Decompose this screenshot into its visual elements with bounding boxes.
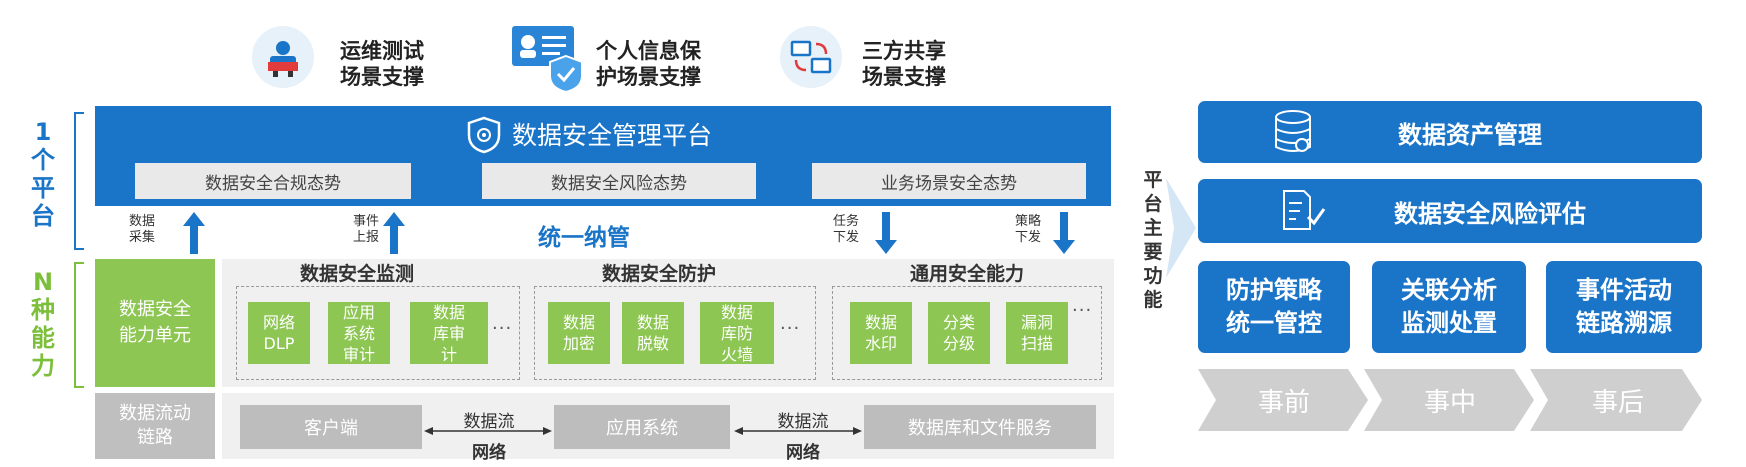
task-label: 任务 下发 xyxy=(832,214,859,245)
db-file-service-node: 数据库和文件服务 xyxy=(864,405,1096,449)
task-down-arrow xyxy=(875,212,897,254)
phase-chevrons xyxy=(1198,369,1702,431)
monitoring-more: ··· xyxy=(492,318,513,339)
one-platform-label: 1 个 平 台 xyxy=(31,118,55,230)
scenario-posture-box: 业务场景安全态势 xyxy=(812,163,1086,199)
risk-assessment-bar xyxy=(1198,179,1702,243)
phase-after: 事后 xyxy=(1591,387,1644,418)
client-node: 客户端 xyxy=(240,405,422,449)
doc-check-icon xyxy=(1278,187,1326,235)
watermark-box: 数据 水印 xyxy=(850,302,912,364)
risk-posture-box: 数据安全风险态势 xyxy=(482,163,756,199)
policy-label: 策略 下发 xyxy=(1014,214,1041,245)
risk-assessment-label: 数据安全风险评估 xyxy=(1394,199,1586,228)
policy-down-arrow xyxy=(1053,212,1075,254)
db-firewall-box: 数据 库防 火墙 xyxy=(700,302,774,364)
asset-management-label: 数据资产管理 xyxy=(1398,120,1542,149)
collect-label: 数据 采集 xyxy=(128,214,155,245)
flow-link-2-bottom: 网络 xyxy=(786,443,820,463)
classification-box: 分类 分级 xyxy=(928,302,990,364)
flow-link-2-top: 数据流 xyxy=(777,412,829,432)
protection-more: ··· xyxy=(780,318,801,339)
data-database-icon xyxy=(1272,107,1314,157)
maintenance-icon xyxy=(252,26,314,88)
masking-box: 数据 脱敏 xyxy=(622,302,684,364)
policy-control-box: 防护策略 统一管控 xyxy=(1198,261,1350,353)
collect-up-arrow xyxy=(183,212,205,254)
app-system-node: 应用系统 xyxy=(554,405,730,449)
main-functions-arrow xyxy=(1166,178,1196,278)
scenario-label-1: 运维测试 场景支撑 xyxy=(340,39,424,89)
encryption-box: 数据 加密 xyxy=(548,302,610,364)
id-shield-icon xyxy=(510,22,588,94)
unified-management-label: 统一纳管 xyxy=(538,225,630,251)
event-trace-box: 事件活动 链路溯源 xyxy=(1546,261,1702,353)
db-audit-box: 数据 库审 计 xyxy=(410,302,488,364)
correlation-analysis-box: 关联分析 监测处置 xyxy=(1372,261,1526,353)
flow-link-1-bottom: 网络 xyxy=(472,443,506,463)
flow-link-1-arrow xyxy=(424,427,552,435)
n-abilities-label: N 种 能 力 xyxy=(31,268,55,380)
scenario-label-3: 三方共享 场景支撑 xyxy=(862,39,946,89)
general-section-title: 通用安全能力 xyxy=(910,263,1025,285)
vuln-scan-box: 漏洞 扫描 xyxy=(1006,302,1068,364)
report-up-arrow xyxy=(383,212,405,254)
general-more: ··· xyxy=(1072,300,1093,321)
report-label: 事件 上报 xyxy=(352,214,379,245)
platform-title: 数据安全管理平台 xyxy=(512,121,713,150)
flow-link-1-top: 数据流 xyxy=(463,412,515,432)
abilities-bracket xyxy=(74,262,84,388)
main-functions-label: 平 台 主 要 功 能 xyxy=(1143,169,1163,311)
phase-during: 事中 xyxy=(1423,387,1476,418)
share-devices-icon xyxy=(780,26,842,88)
monitoring-section-title: 数据安全监测 xyxy=(300,263,415,285)
platform-bracket xyxy=(74,112,84,250)
general-group xyxy=(832,286,1102,380)
scenario-label-2: 个人信息保 护场景支撑 xyxy=(596,39,701,89)
shield-icon xyxy=(466,116,502,154)
protection-section-title: 数据安全防护 xyxy=(602,263,717,285)
data-flow-link-box: 数据流动 链路 xyxy=(95,393,215,459)
phase-before: 事前 xyxy=(1257,387,1310,418)
compliance-posture-box: 数据安全合规态势 xyxy=(135,163,411,199)
flow-link-2-arrow xyxy=(734,427,862,435)
monitoring-group xyxy=(236,286,520,380)
capability-unit-box: 数据安全 能力单元 xyxy=(95,259,215,387)
network-dlp-box: 网络 DLP xyxy=(248,302,310,364)
app-audit-box: 应用 系统 审计 xyxy=(328,302,390,364)
protection-group xyxy=(534,286,816,380)
